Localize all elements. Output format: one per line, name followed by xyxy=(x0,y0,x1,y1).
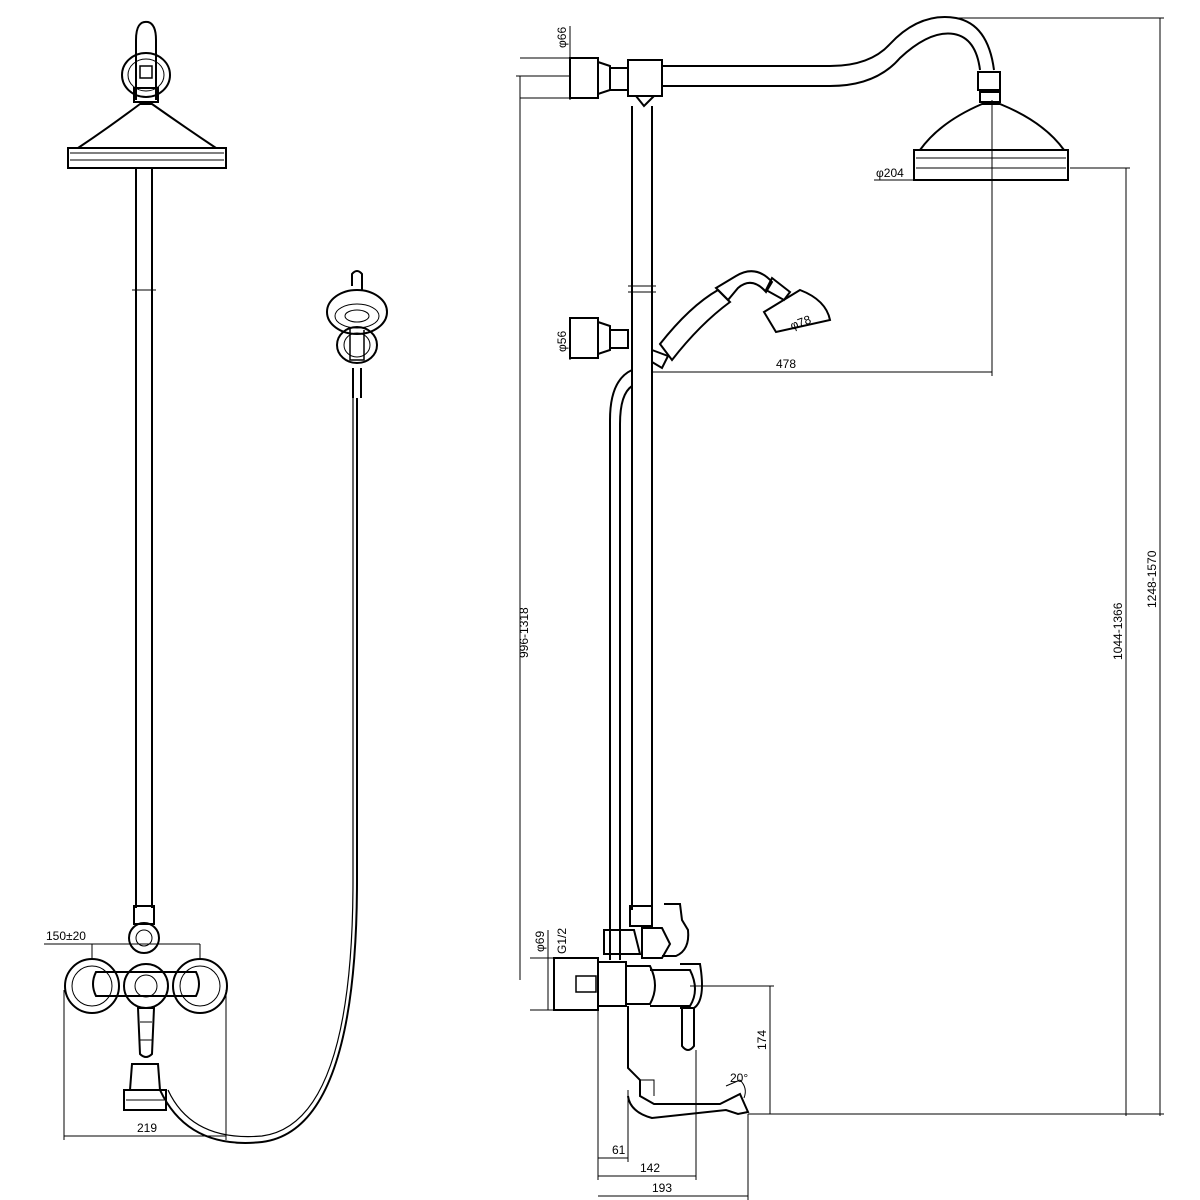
total-height-range-label: 1248-1570 xyxy=(1145,550,1159,608)
wall-bracket-mid-dia-label: φ56 xyxy=(555,331,569,352)
hand-shower-dia-label: φ78 xyxy=(788,312,813,332)
overhead-shower-dia-label: φ204 xyxy=(876,166,904,180)
side-view xyxy=(553,16,1069,1120)
front-overall-width-label: 219 xyxy=(137,1121,157,1135)
front-view xyxy=(64,20,388,1144)
offset-142-label: 142 xyxy=(640,1161,660,1175)
side-dimension-lines xyxy=(516,17,1164,1200)
wall-bracket-top-dia-label: φ66 xyxy=(555,27,569,48)
offset-61-label: 61 xyxy=(612,1143,626,1157)
front-mixer-center-distance-label: 150±20 xyxy=(46,929,86,943)
thread-label: G1/2 xyxy=(555,928,569,954)
front-dimension-lines xyxy=(44,943,227,1140)
spout-projection-label: 193 xyxy=(652,1181,672,1195)
arm-reach-label: 478 xyxy=(776,357,796,371)
overhead-height-range-label: 1044-1366 xyxy=(1111,602,1125,660)
bracket-height-range-label: 996-1318 xyxy=(517,607,531,658)
mixer-flange-dia-label: φ69 xyxy=(533,931,547,952)
spout-angle-label: 20° xyxy=(730,1071,748,1085)
spout-height-label: 174 xyxy=(755,1030,769,1050)
